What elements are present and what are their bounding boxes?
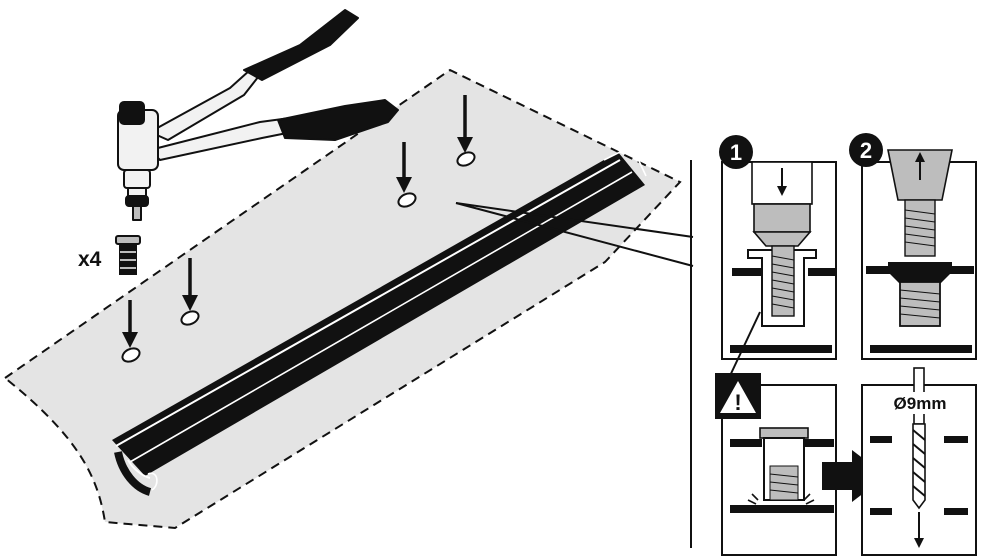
callout-lines [455, 160, 694, 548]
drill-size-label: Ø9mm [894, 394, 947, 413]
down-arrow-icon [457, 95, 473, 153]
drill-bit-icon [912, 367, 926, 510]
down-arrow-icon [122, 300, 138, 348]
warning-symbol: ! [734, 390, 741, 415]
panel-hole [456, 151, 476, 167]
mounting-panel [3, 68, 682, 530]
step-1-number: 1 [730, 140, 742, 165]
drill-panel: Ø9mm [861, 367, 977, 556]
rivet-nut-icon [115, 235, 141, 275]
step-2-number: 2 [860, 138, 872, 163]
warning-panel: ! [715, 373, 837, 556]
seal-strip [112, 144, 647, 496]
down-arrow-icon [914, 512, 924, 548]
callout-line [727, 311, 761, 381]
panel-hole [121, 347, 141, 363]
insert-arrows [122, 95, 473, 348]
quantity-label: x4 [78, 248, 102, 271]
panel-hole [397, 192, 417, 208]
step-2-panel: 2 [849, 133, 977, 360]
down-arrow-icon [777, 168, 787, 196]
warning-icon: ! [715, 373, 761, 419]
panel-holes [121, 151, 476, 363]
down-arrow-icon [396, 142, 412, 193]
rivet-nut-tool-icon [117, 9, 399, 221]
panel-hole [180, 310, 200, 326]
up-arrow-icon [915, 152, 925, 180]
step-1-panel: 1 [719, 135, 837, 360]
right-arrow-icon [822, 450, 886, 502]
down-arrow-icon [182, 258, 198, 311]
